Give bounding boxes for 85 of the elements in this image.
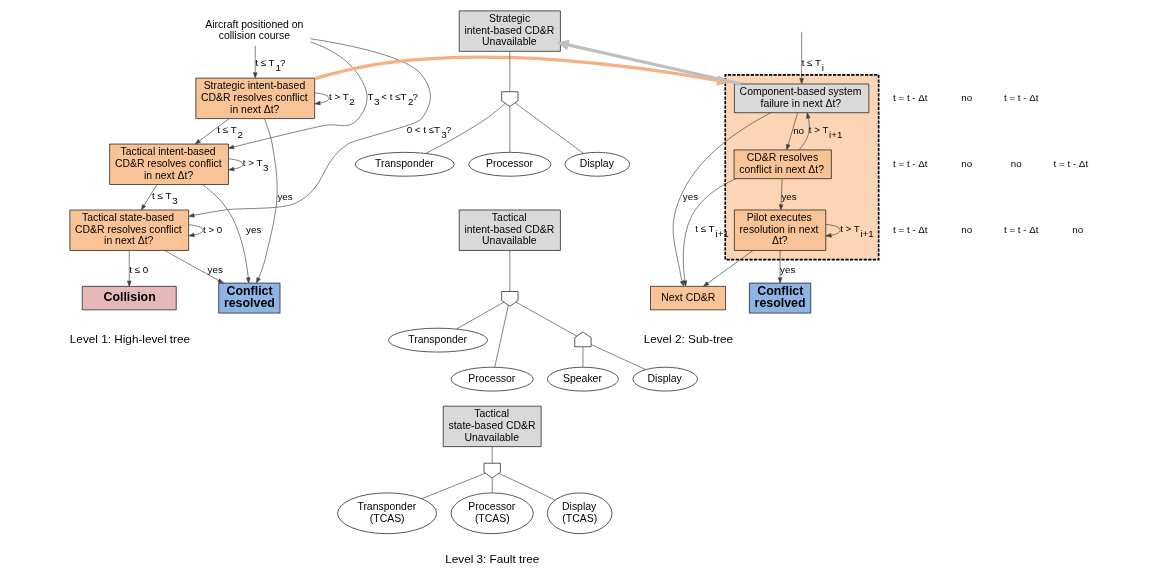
- arrow: [777, 250, 783, 284]
- arrow: [188, 38, 431, 218]
- node-gate: [501, 91, 519, 107]
- node-ellipse: Speaker: [547, 366, 619, 392]
- label: t = t - Δt: [893, 91, 928, 103]
- node-box: Tactical intent-based CD&R Unavailable: [458, 209, 561, 251]
- label: t = t - Δt: [893, 223, 928, 235]
- node-ellipse: Display (TCAS): [547, 492, 613, 534]
- arrow: [164, 250, 224, 284]
- node-box: Conflict resolved: [749, 282, 812, 314]
- label: no: [961, 91, 973, 103]
- connector: [590, 344, 646, 370]
- label: t = t - Δt: [1004, 91, 1039, 103]
- node-box: Strategic intent-based CD&R resolves conflict in next Δt?: [195, 77, 315, 119]
- label: t = t - Δt: [1004, 223, 1039, 235]
- connector: [425, 103, 506, 154]
- node-ellipse: Transponder: [354, 152, 455, 177]
- arrow: [682, 178, 737, 287]
- label: no: [961, 223, 973, 235]
- connector: [498, 473, 556, 501]
- label: no: [1010, 157, 1022, 169]
- edge-label: yes: [682, 190, 699, 202]
- edge-label: yes: [207, 263, 223, 275]
- node-text: Aircraft positioned on collision course: [205, 18, 304, 42]
- node-box: Next CD&R: [650, 286, 726, 311]
- connector: [491, 477, 493, 494]
- node-box: Conflict resolved: [218, 282, 281, 314]
- node-box: Collision: [81, 286, 177, 311]
- arrow: [228, 158, 244, 172]
- node-ellipse: Display: [632, 366, 698, 392]
- node-box: CD&R resolves conflict in next Δt?: [733, 149, 832, 179]
- node-ellipse: Processor: [450, 366, 534, 392]
- node-ellipse: Processor: [468, 152, 552, 177]
- edge-label: yes: [277, 190, 293, 202]
- label: t = t - Δt: [1053, 157, 1089, 169]
- node-box: Tactical state-based CD&R Unavailable: [442, 405, 542, 447]
- node-box: Tactical state-based CD&R resolves conflict in next Δt?: [69, 209, 189, 251]
- label: t = t - Δt: [893, 157, 928, 169]
- node-ellipse: Display: [564, 152, 630, 177]
- edge-label: t ≤ 0: [129, 263, 149, 275]
- label: Level 1: High-level tree: [69, 332, 191, 346]
- node-box: Tactical intent-based CD&R resolves conflict in next Δt?: [109, 143, 229, 185]
- arrow: [253, 45, 258, 79]
- edge-label: yes: [780, 263, 796, 275]
- node-box: Strategic intent-based CD&R Unavailable: [458, 10, 561, 52]
- connector: [515, 301, 578, 337]
- arrow: [188, 224, 204, 238]
- node-box: Component-based system failure in next Δt?: [734, 83, 870, 114]
- connector: [509, 106, 511, 153]
- connector: [456, 301, 505, 330]
- edge-label: yes: [246, 223, 262, 235]
- connector: [514, 102, 584, 154]
- node-box: Pilot executes resolution in next Δt?: [734, 209, 827, 251]
- edge-label: yes: [781, 190, 797, 202]
- arrow: [228, 41, 368, 150]
- node-ellipse: Transponder (TCAS): [337, 492, 437, 534]
- arrow: [194, 118, 230, 145]
- arrow: [314, 92, 330, 106]
- node-gate: [501, 291, 519, 307]
- arrow: [256, 118, 278, 284]
- node-ellipse: Transponder: [388, 327, 488, 353]
- arrow: [798, 112, 811, 151]
- label: no: [961, 157, 973, 169]
- label: no: [1072, 223, 1084, 235]
- node-gate: [574, 331, 592, 348]
- connector: [421, 472, 486, 500]
- arrow: [127, 250, 132, 287]
- connector: [494, 304, 509, 368]
- edge-label: no: [793, 124, 805, 136]
- node-gate: [483, 462, 501, 479]
- connector: [509, 51, 511, 92]
- arrow: [825, 224, 841, 238]
- arrow: [799, 31, 804, 85]
- label: Level 2: Sub-tree: [643, 332, 734, 346]
- connector: [582, 346, 584, 368]
- label: Level 3: Fault tree: [445, 552, 540, 566]
- edge-label: t > 0: [203, 223, 223, 235]
- arrow: [202, 184, 251, 284]
- arrow: [778, 178, 784, 211]
- arrow: [141, 184, 158, 211]
- node-ellipse: Processor (TCAS): [450, 492, 534, 534]
- connector: [491, 446, 493, 464]
- connector: [509, 250, 511, 292]
- arrow: [672, 112, 772, 287]
- arrow: [786, 112, 798, 151]
